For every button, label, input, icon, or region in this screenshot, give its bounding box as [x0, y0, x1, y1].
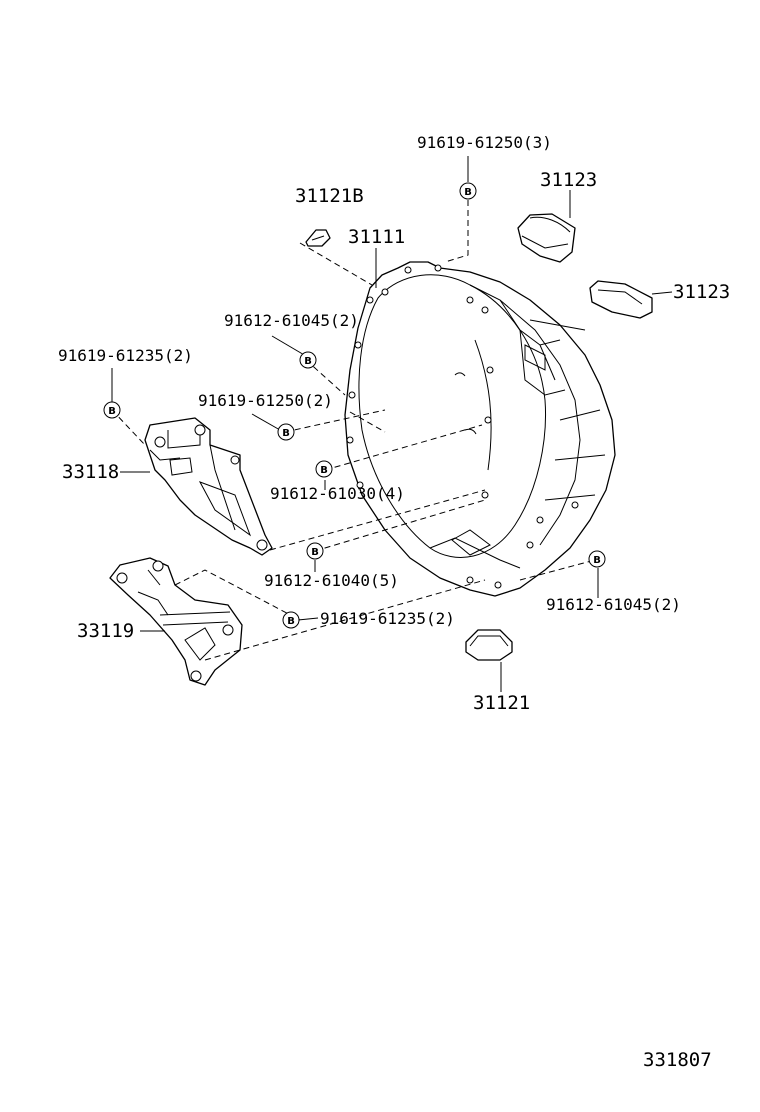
callout-33118: 33118	[62, 461, 119, 483]
dashed-leaders	[111, 200, 596, 661]
clutch-housing-31111	[344, 261, 616, 597]
svg-text:B: B	[304, 356, 312, 367]
solid-leaders	[111, 156, 673, 692]
callout-91612-61045-2-upper: 91612-61045(2)	[224, 311, 359, 330]
svg-text:B: B	[108, 406, 116, 417]
callout-91612-61040-5: 91612-61040(5)	[264, 571, 399, 590]
svg-text:B: B	[593, 555, 601, 566]
svg-text:B: B	[287, 616, 295, 627]
svg-text:B: B	[282, 428, 290, 439]
callout-31121: 31121	[473, 692, 530, 714]
engine-mount-bracket-33119	[109, 557, 243, 686]
callout-31123-top: 31123	[540, 169, 597, 191]
bolt-symbol-8: B	[282, 611, 300, 629]
hole-cover-31123-top	[517, 213, 576, 263]
bolt-symbol-1: B	[459, 182, 477, 200]
callout-91619-61250-2: 91619-61250(2)	[198, 391, 333, 410]
callout-91619-61235-2-lower: 91619-61235(2)	[320, 609, 455, 628]
callout-91612-61045-2-lower: 91612-61045(2)	[546, 595, 681, 614]
diagram-id: 331807	[643, 1049, 712, 1071]
callout-91619-61250-3: 91619-61250(3)	[417, 133, 552, 152]
hole-cover-31121B	[305, 229, 331, 247]
bolt-symbol-6: B	[306, 542, 324, 560]
svg-text:B: B	[464, 187, 472, 198]
bolt-symbol-3: B	[103, 401, 121, 419]
callout-31123-right: 31123	[673, 281, 730, 303]
bolt-symbol-4: B	[277, 423, 295, 441]
callout-91612-61030-4: 91612-61030(4)	[270, 484, 405, 503]
svg-text:B: B	[320, 465, 328, 476]
bolt-symbol-2: B	[299, 351, 317, 369]
engine-mount-bracket-33118	[144, 417, 273, 556]
hole-cover-31123-right	[589, 280, 653, 319]
callout-91619-61235-2-left: 91619-61235(2)	[58, 346, 193, 365]
callout-31121B: 31121B	[295, 185, 364, 207]
bolt-symbol-7: B	[588, 550, 606, 568]
callout-31111: 31111	[348, 226, 405, 248]
svg-text:B: B	[311, 547, 319, 558]
callout-33119: 33119	[77, 620, 134, 642]
hole-cover-31121	[465, 629, 513, 661]
bolt-symbol-5: B	[315, 460, 333, 478]
